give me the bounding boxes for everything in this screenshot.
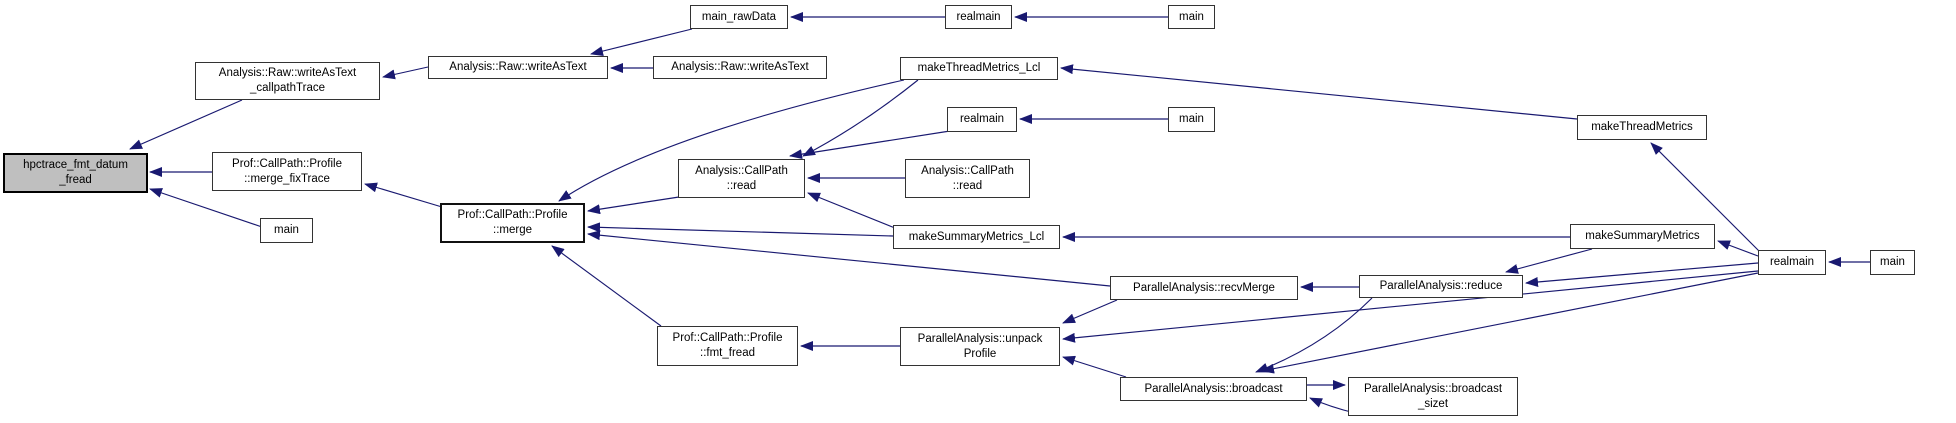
- node-merge[interactable]: Prof::CallPath::Profile::merge: [440, 203, 585, 243]
- node-label: _sizet: [1417, 397, 1449, 410]
- node-broadcast_sizet[interactable]: ParallelAnalysis::broadcast_sizet: [1348, 377, 1518, 416]
- node-label: Profile: [963, 347, 997, 360]
- edge-makeSummaryMetrics_Lcl--merge: [587, 222, 894, 237]
- node-read_left[interactable]: Analysis::CallPath::read: [678, 159, 805, 198]
- node-label: Analysis::CallPath: [695, 164, 788, 177]
- edge-read_left--merge: [587, 196, 680, 215]
- node-merge_fixTrace[interactable]: Prof::CallPath::Profile::merge_fixTrace: [212, 152, 362, 191]
- node-label: makeThreadMetrics_Lcl: [917, 62, 1041, 74]
- node-label: main: [274, 224, 299, 236]
- edge-realmain_right--reduce: [1525, 262, 1759, 287]
- node-label: ParallelAnalysis::broadcast: [1144, 382, 1283, 395]
- node-writeAsText_2[interactable]: Analysis::Raw::writeAsText: [653, 56, 827, 79]
- node-label: ::merge_fixTrace: [244, 172, 330, 185]
- node-label: ParallelAnalysis::broadcast: [1363, 382, 1503, 395]
- node-label: Analysis::CallPath: [921, 164, 1014, 177]
- node-makeThreadMetrics_Lcl[interactable]: makeThreadMetrics_Lcl: [900, 57, 1058, 80]
- edge-makeSummaryMetrics--reduce: [1505, 248, 1593, 274]
- node-label: main_rawData: [701, 10, 777, 23]
- node-main_bottomleft[interactable]: main: [260, 218, 313, 243]
- node-main_right[interactable]: main: [1870, 250, 1915, 275]
- node-reduce[interactable]: ParallelAnalysis::reduce: [1359, 275, 1523, 298]
- edge-fmt_fread--merge: [551, 245, 662, 327]
- edge-realmain_right--broadcast: [1261, 272, 1759, 374]
- node-label: _fread: [59, 174, 92, 186]
- node-label: main: [1179, 113, 1204, 125]
- node-label: Prof::CallPath::Profile: [232, 157, 342, 170]
- node-label: main: [1880, 256, 1905, 268]
- node-writeAsText_1[interactable]: Analysis::Raw::writeAsText: [428, 56, 608, 79]
- edge-realmain_right--makeSummaryMetrics: [1717, 240, 1759, 257]
- edge-main_rawData--writeAsText_1: [590, 28, 693, 56]
- node-writeAsText_callpathTrace[interactable]: Analysis::Raw::writeAsText_callpathTrace: [195, 62, 380, 100]
- node-realmain_mid[interactable]: realmain: [947, 107, 1017, 132]
- node-makeThreadMetrics[interactable]: makeThreadMetrics: [1577, 115, 1707, 140]
- node-realmain_right[interactable]: realmain: [1758, 250, 1826, 275]
- node-main_mid[interactable]: main: [1168, 107, 1215, 132]
- node-label: ParallelAnalysis::reduce: [1379, 280, 1503, 292]
- node-label: Analysis::Raw::writeAsText: [218, 67, 357, 79]
- edge-realmain_right--unpackProfile: [1062, 270, 1759, 343]
- edge-realmain_right--makeThreadMetrics: [1650, 142, 1761, 253]
- node-label: Analysis::Raw::writeAsText: [449, 61, 587, 73]
- edge-realmain_mid--read_left: [789, 130, 951, 160]
- edge-makeThreadMetrics_Lcl--merge: [558, 79, 905, 202]
- node-label: ParallelAnalysis::unpack: [917, 332, 1043, 345]
- node-label: _callpathTrace: [249, 82, 325, 94]
- node-label: Prof::CallPath::Profile: [672, 332, 783, 344]
- node-realmain_top[interactable]: realmain: [945, 5, 1012, 29]
- edge-recvMerge--merge: [587, 230, 1111, 287]
- node-label: hpctrace_fmt_datum: [23, 159, 128, 171]
- node-label: Prof::CallPath::Profile: [457, 209, 568, 221]
- node-label: realmain: [956, 10, 1001, 23]
- node-label: ::read: [952, 179, 983, 192]
- node-main_rawData[interactable]: main_rawData: [690, 5, 788, 29]
- edge-writeAsText_1--writeAsText_callpathTrace: [382, 66, 429, 80]
- node-makeSummaryMetrics_Lcl[interactable]: makeSummaryMetrics_Lcl: [893, 225, 1060, 249]
- node-label: makeSummaryMetrics_Lcl: [908, 230, 1045, 243]
- node-makeSummaryMetrics[interactable]: makeSummaryMetrics: [1570, 224, 1715, 249]
- node-read_right[interactable]: Analysis::CallPath::read: [905, 159, 1030, 198]
- node-broadcast[interactable]: ParallelAnalysis::broadcast: [1120, 377, 1307, 401]
- node-label: ::fmt_fread: [700, 347, 755, 359]
- node-label: main: [1179, 10, 1204, 23]
- edge-makeThreadMetrics_Lcl--read_left: [802, 79, 919, 157]
- node-label: ::read: [726, 179, 757, 192]
- edge-recvMerge--unpackProfile: [1062, 299, 1118, 324]
- edge-main_bottomleft--hpctrace_fmt_datum_fread: [149, 188, 263, 228]
- edge-broadcast--unpackProfile: [1062, 355, 1127, 378]
- node-label: realmain: [1769, 256, 1815, 268]
- node-fmt_fread[interactable]: Prof::CallPath::Profile::fmt_fread: [657, 326, 798, 366]
- node-label: ParallelAnalysis::recvMerge: [1133, 281, 1275, 294]
- node-label: realmain: [959, 113, 1005, 125]
- edge-writeAsText_callpathTrace--hpctrace_fmt_datum_fread: [129, 99, 243, 150]
- node-label: ::merge: [493, 224, 532, 236]
- edge-makeSummaryMetrics_Lcl--read_left: [807, 192, 896, 229]
- node-main_top[interactable]: main: [1168, 5, 1215, 29]
- node-recvMerge[interactable]: ParallelAnalysis::recvMerge: [1110, 276, 1298, 300]
- node-label: makeThreadMetrics: [1591, 121, 1693, 133]
- edge-makeThreadMetrics--makeThreadMetrics_Lcl: [1060, 64, 1578, 120]
- edge-merge--merge_fixTrace: [364, 182, 443, 208]
- node-label: makeSummaryMetrics: [1585, 230, 1700, 242]
- node-hpctrace_fmt_datum_fread[interactable]: hpctrace_fmt_datum _fread: [3, 153, 148, 193]
- node-label: Analysis::Raw::writeAsText: [671, 61, 809, 73]
